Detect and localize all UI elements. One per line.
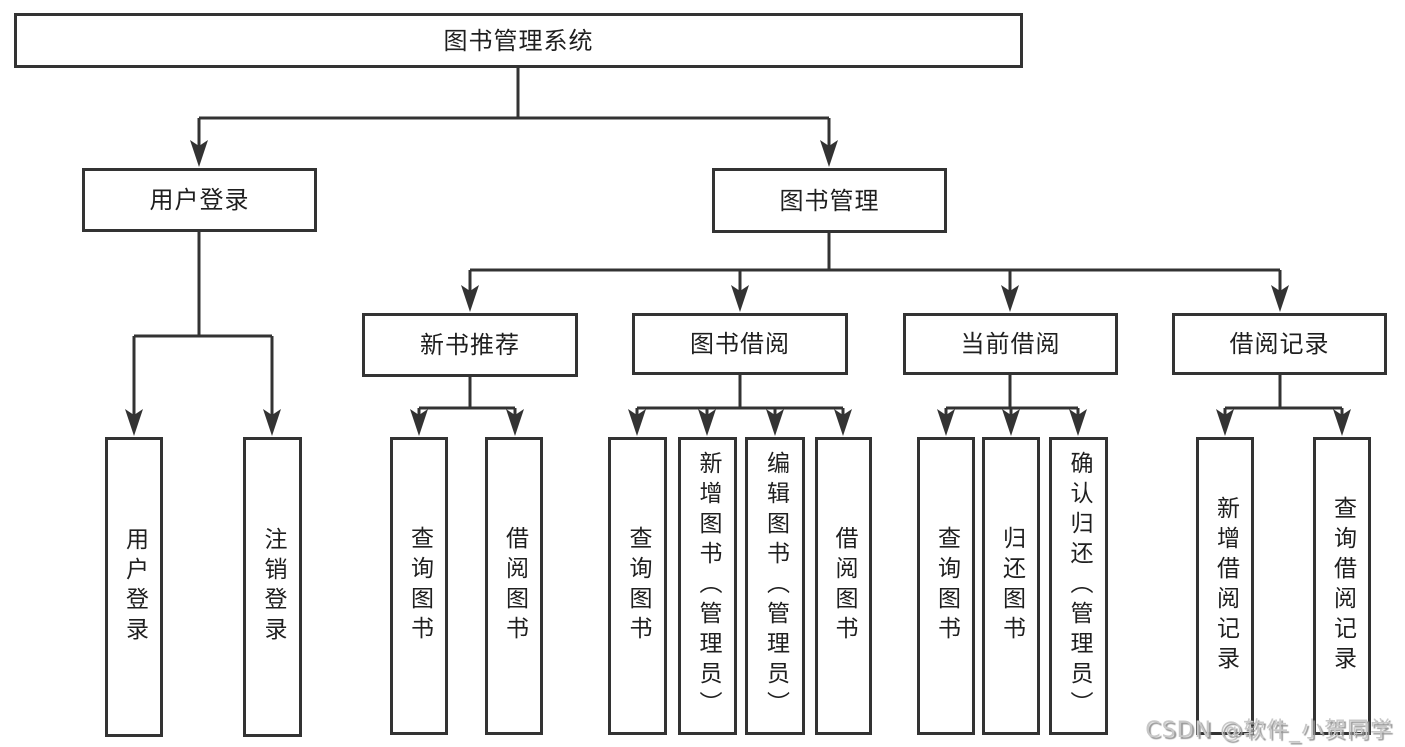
leaf-label: 编辑图书（管理员） xyxy=(762,451,789,721)
node-borrow-records: 借阅记录 xyxy=(1172,313,1387,375)
leaf-logout: 注销登录 xyxy=(243,437,302,737)
leaf-current-query-books: 查询图书 xyxy=(917,437,975,735)
node-label: 当前借阅 xyxy=(960,330,1061,358)
leaf-recommend-query-books: 查询图书 xyxy=(390,437,448,735)
node-book-borrow: 图书借阅 xyxy=(632,313,848,375)
node-label: 图书管理系统 xyxy=(443,26,594,55)
leaf-label: 新增图书（管理员） xyxy=(695,451,721,721)
leaf-current-return-books: 归还图书 xyxy=(982,437,1040,735)
leaf-label: 查询图书 xyxy=(933,526,960,646)
leaf-borrow-edit-books-admin: 编辑图书（管理员） xyxy=(745,437,805,735)
node-new-book-recommend: 新书推荐 xyxy=(362,313,578,377)
leaf-label: 借阅图书 xyxy=(831,526,857,646)
node-label: 图书借阅 xyxy=(690,330,790,358)
leaf-label: 查询借阅记录 xyxy=(1329,496,1356,676)
node-label: 用户登录 xyxy=(149,186,250,214)
node-label: 图书管理 xyxy=(779,186,880,215)
csdn-watermark: CSDN @软件_小贺同学 xyxy=(1145,718,1393,743)
leaf-label: 注销登录 xyxy=(260,527,286,647)
node-book-management: 图书管理 xyxy=(712,168,947,233)
leaf-label: 确认归还（管理员） xyxy=(1066,451,1092,721)
node-current-borrow: 当前借阅 xyxy=(903,313,1118,375)
leaf-user-login: 用户登录 xyxy=(105,437,163,737)
leaf-label: 借阅图书 xyxy=(501,526,528,646)
leaf-label: 新增借阅记录 xyxy=(1212,496,1239,676)
node-label: 借阅记录 xyxy=(1229,330,1330,358)
leaf-recommend-borrow-books: 借阅图书 xyxy=(485,437,543,735)
node-user-login: 用户登录 xyxy=(82,168,317,232)
leaf-label: 查询图书 xyxy=(625,526,651,646)
leaf-label: 用户登录 xyxy=(121,527,148,647)
node-library-management-system: 图书管理系统 xyxy=(14,13,1023,68)
leaf-records-add-record: 新增借阅记录 xyxy=(1196,437,1254,735)
leaf-borrow-add-books-admin: 新增图书（管理员） xyxy=(678,437,737,735)
leaf-borrow-borrow-books: 借阅图书 xyxy=(815,437,872,735)
leaf-current-confirm-return-admin: 确认归还（管理员） xyxy=(1049,437,1108,735)
leaf-label: 归还图书 xyxy=(998,526,1025,646)
leaf-borrow-query-books: 查询图书 xyxy=(608,437,667,735)
node-label: 新书推荐 xyxy=(420,331,520,359)
leaf-label: 查询图书 xyxy=(406,526,433,646)
leaf-records-query-record: 查询借阅记录 xyxy=(1313,437,1371,735)
